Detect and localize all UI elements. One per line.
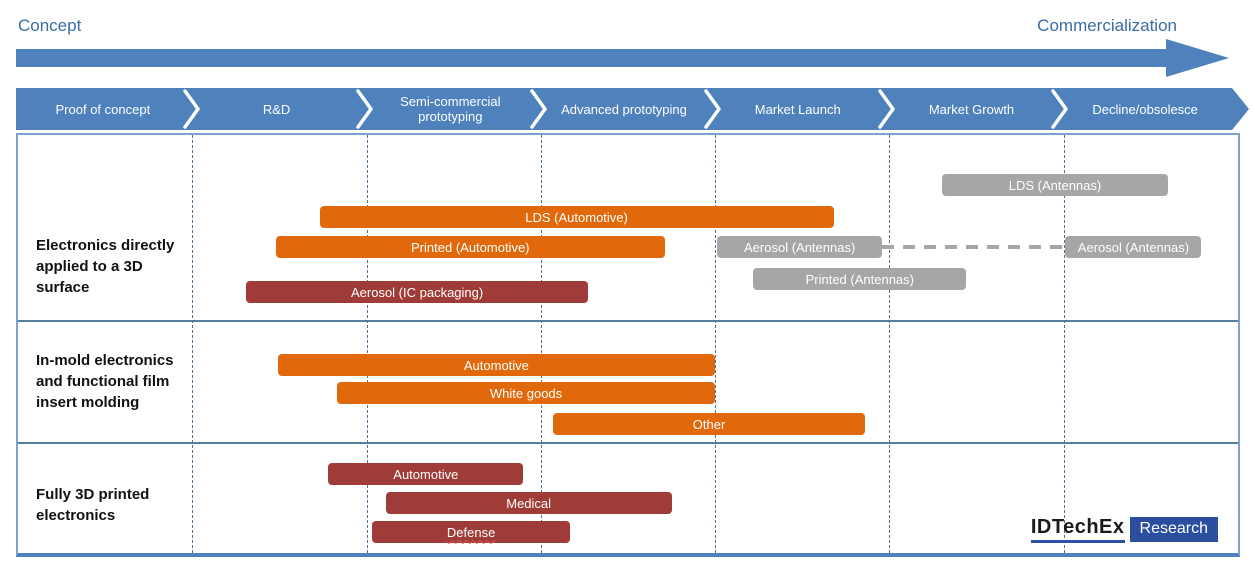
- idtechex-logo: IDTechEx Research: [1030, 516, 1218, 543]
- stage-header: Proof of concept R&D Semi-commercial proto…: [16, 88, 1232, 130]
- gridline: [889, 135, 891, 553]
- bar: LDS (Automotive): [319, 206, 834, 228]
- logo-research-badge: Research: [1129, 517, 1218, 542]
- bar: Automotive: [328, 463, 524, 485]
- bar: Aerosol (Antennas): [1065, 236, 1202, 258]
- bar-label: Printed (Antennas): [805, 271, 914, 287]
- gridline: [715, 135, 717, 553]
- bar-label: Defense: [446, 524, 496, 540]
- bar: Aerosol (Antennas): [716, 236, 883, 258]
- bar-label: LDS (Automotive): [525, 209, 628, 225]
- gridline: [1063, 135, 1065, 553]
- stage-cell: Advanced prototyping: [561, 101, 687, 117]
- section-row: In-mold electronics and functional film …: [18, 320, 1238, 442]
- bar: Defense: [371, 521, 571, 543]
- bar-label: Aerosol (Antennas): [744, 239, 856, 255]
- bar: LDS (Antennas): [941, 174, 1169, 196]
- bar-label: Aerosol (IC packaging): [350, 284, 484, 300]
- bar: Printed (Antennas): [753, 268, 967, 290]
- dashed-connector-line: [882, 245, 1066, 249]
- stage-cell: Decline/obsolesce: [1092, 101, 1198, 117]
- bar: Automotive: [277, 354, 716, 376]
- gridline: [540, 135, 542, 553]
- concept-label: Concept: [18, 16, 82, 35]
- bar: Printed (Automotive): [275, 236, 665, 258]
- section-label: Fully 3D printed electronics: [36, 486, 150, 524]
- bar-label: White goods: [489, 385, 563, 401]
- bar-label: Aerosol (Antennas): [1077, 239, 1190, 255]
- section-row: Electronics directly applied to a 3D sur…: [18, 135, 1238, 320]
- section-label: Electronics directly applied to a 3D sur…: [36, 237, 175, 296]
- chart-body: Electronics directly applied to a 3D sur…: [16, 133, 1240, 557]
- bar-label: Automotive: [393, 466, 459, 482]
- gridline: [192, 135, 194, 553]
- logo-brand-text: IDTechEx: [1030, 516, 1125, 543]
- stage-cell: Semi-commercial prototyping: [400, 94, 501, 124]
- stage-cell: Proof of concept: [55, 101, 151, 117]
- bar-label: Printed (Automotive): [411, 239, 530, 255]
- stage-cell: Market Growth: [928, 101, 1015, 117]
- stage-header-arrow-tip-icon: [1232, 88, 1249, 130]
- bar-label: Medical: [506, 495, 552, 511]
- bar: Aerosol (IC packaging): [246, 281, 588, 303]
- timeline-arrow-icon: [16, 39, 1229, 77]
- section-label: In-mold electronics and functional film …: [36, 352, 174, 411]
- bar: Other: [553, 413, 866, 435]
- bar-label: LDS (Antennas): [1008, 177, 1102, 193]
- stage-cell: Market Launch: [754, 101, 841, 117]
- bar: White goods: [336, 382, 716, 404]
- bar-label: Automotive: [463, 357, 529, 373]
- stage-cell: R&D: [262, 101, 291, 117]
- commercialization-label: Commercialization: [1037, 16, 1177, 35]
- bar: Medical: [385, 492, 672, 514]
- gridline: [366, 135, 368, 553]
- bar-label: Other: [692, 416, 726, 432]
